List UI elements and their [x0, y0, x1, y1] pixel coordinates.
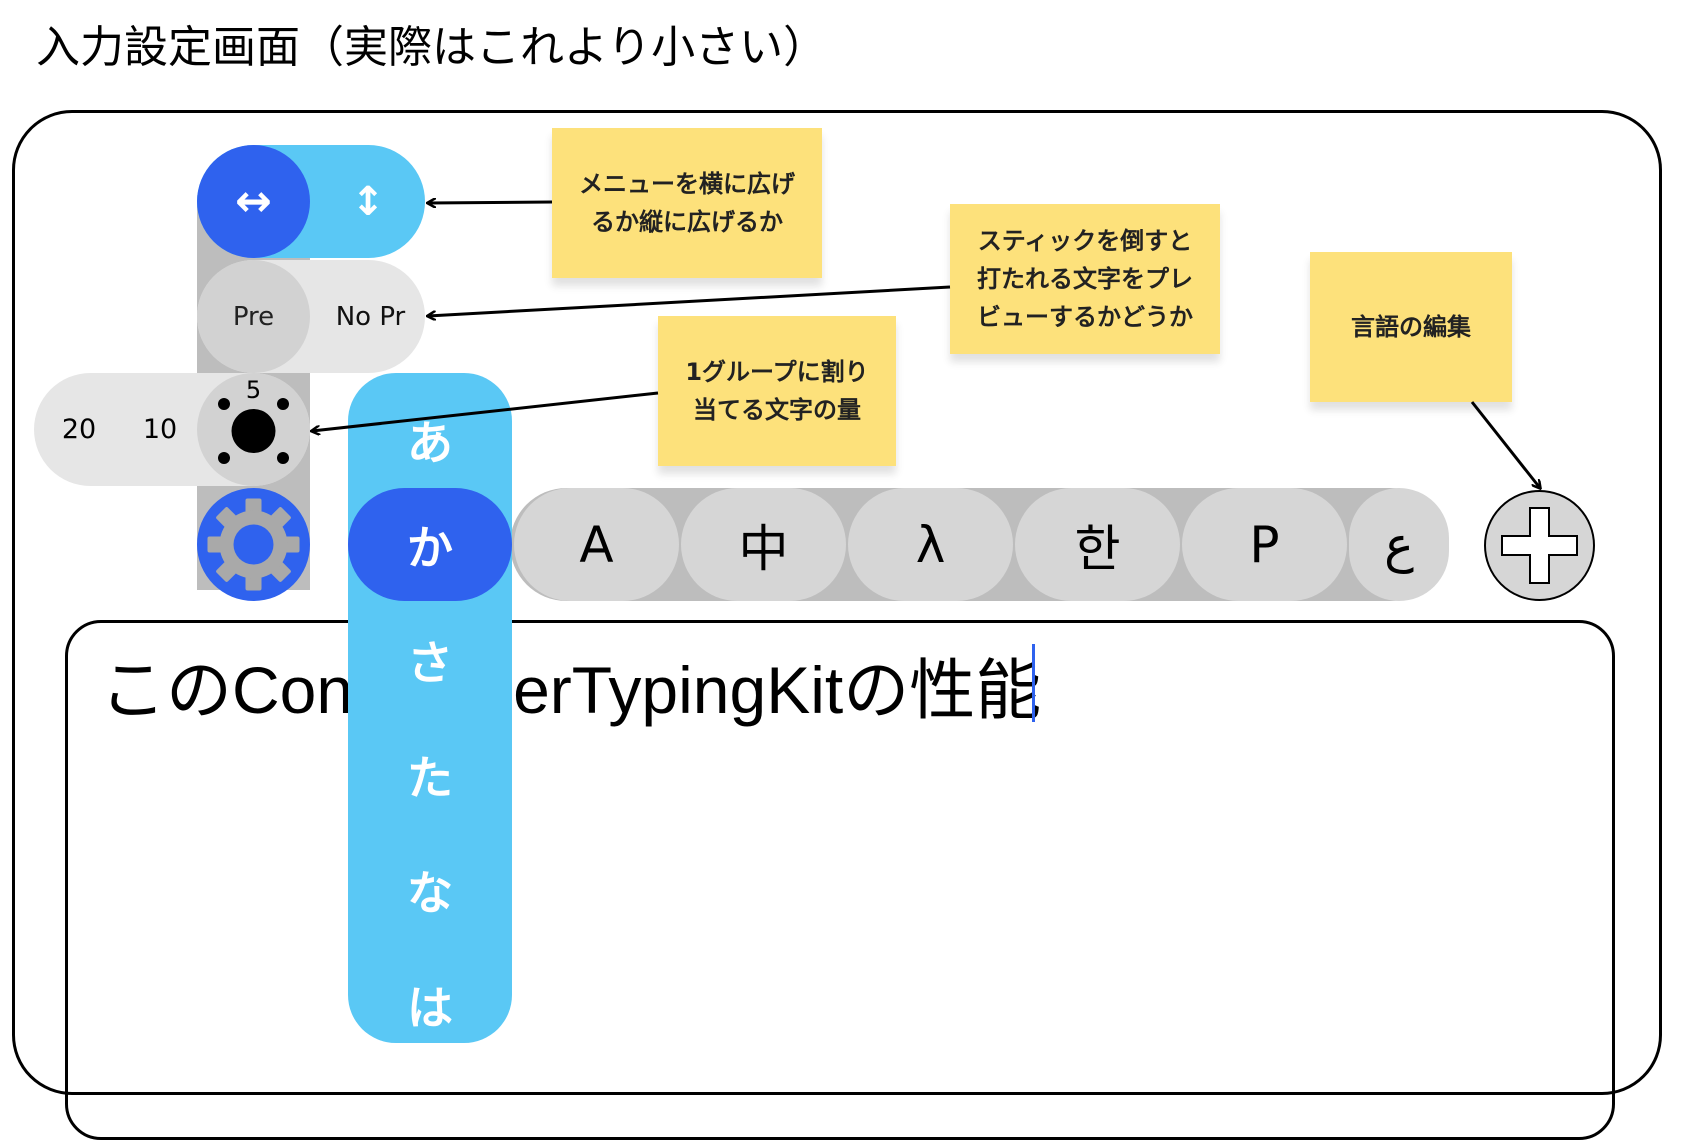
page-title: 入力設定画面（実際はこれより小さい）	[36, 22, 828, 73]
note-line: メニューを横に広げ	[579, 170, 795, 198]
kana-item-na[interactable]: な	[407, 866, 453, 920]
stick-dots-icon	[218, 398, 289, 464]
plus-icon	[1501, 507, 1578, 584]
language-item-chinese[interactable]: 中	[681, 488, 846, 601]
kana-item-sa[interactable]: さ	[407, 636, 453, 690]
device-frame	[12, 110, 1662, 1095]
note-orientation: メニューを横に広げるか縦に広げるか	[552, 128, 822, 278]
typed-text-before: このCon	[100, 653, 354, 727]
preview-on-button[interactable]: Pre	[197, 260, 310, 373]
note-line: 当てる文字の量	[692, 396, 861, 424]
arrow-language-edit	[1470, 401, 1540, 488]
note-preview: スティックを倒すと打たれる文字をプレビューするかどうか	[950, 204, 1220, 354]
count-option-20[interactable]: 20	[61, 414, 97, 445]
language-item-greek[interactable]: λ	[848, 488, 1013, 601]
note-line: 言語の編集	[1351, 313, 1471, 341]
vertical-orientation-button[interactable]: ↕	[351, 178, 385, 225]
kana-selected-highlight	[348, 488, 512, 601]
note-language-edit: 言語の編集	[1310, 252, 1512, 402]
note-line: 1グループに割り	[685, 358, 869, 386]
arrow-orientation	[428, 202, 553, 203]
kana-item-ka[interactable]: か	[407, 521, 453, 575]
kana-item-ha[interactable]: は	[407, 981, 453, 1035]
count-option-5-label: 5	[245, 376, 262, 404]
arrow-group-count	[312, 391, 659, 431]
text-caret	[1032, 644, 1035, 722]
gear-icon	[207, 498, 300, 591]
horizontal-orientation-button[interactable]: ↔	[197, 145, 310, 258]
note-line: ビューするかどうか	[977, 303, 1193, 331]
kana-item-a[interactable]: あ	[407, 416, 453, 470]
typed-text-after: erTypingKitの性能	[513, 653, 1042, 727]
language-item-cyrillic[interactable]: P	[1182, 488, 1347, 601]
note-line: スティックを倒すと	[977, 227, 1193, 255]
language-item-latin[interactable]: A	[514, 488, 679, 601]
kana-item-ta[interactable]: た	[407, 751, 453, 805]
note-group-count: 1グループに割り当てる文字の量	[658, 316, 896, 466]
kana-group-column	[348, 373, 512, 1043]
language-item-arabic[interactable]: ع	[1349, 488, 1449, 601]
language-item-korean[interactable]: 한	[1015, 488, 1180, 601]
note-line: 打たれる文字をプレ	[977, 265, 1193, 293]
preview-off-button[interactable]: No Pr	[335, 301, 406, 332]
note-line: るか縦に広げるか	[591, 208, 783, 236]
count-option-10[interactable]: 10	[142, 414, 178, 445]
typed-text: このCon erTypingKitの性能	[100, 650, 1041, 730]
arrow-preview	[428, 285, 951, 316]
annotation-arrows	[0, 0, 1681, 1112]
